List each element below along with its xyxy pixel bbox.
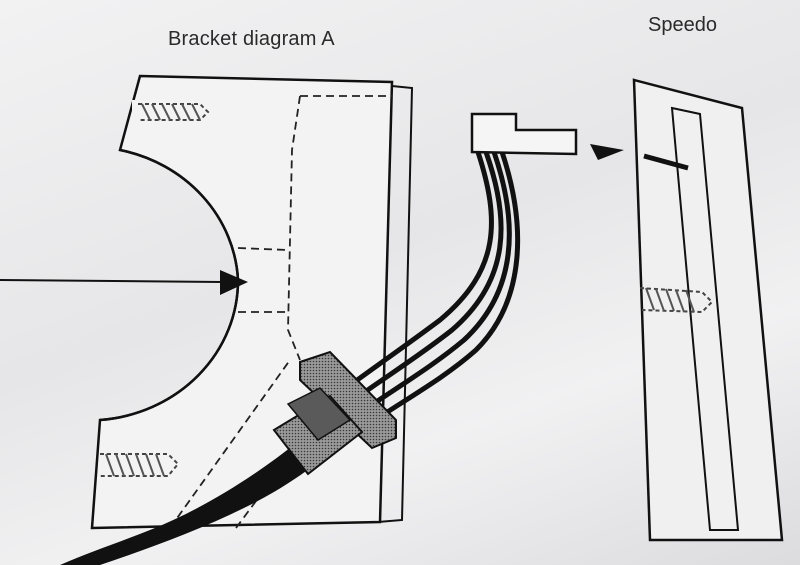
speedo-inner-slot <box>670 106 740 531</box>
speedo-socket-mark <box>643 153 689 171</box>
screw-thread-bottom <box>100 453 180 477</box>
bracket-dashed-slot <box>287 95 392 361</box>
insert-arrow <box>0 270 248 295</box>
speedo-outline <box>632 78 784 542</box>
screw-thread-top <box>132 100 210 126</box>
speedo-title: Speedo <box>648 14 717 36</box>
connector-plug <box>470 112 578 156</box>
bracket-a <box>90 74 414 530</box>
cable-bundle <box>60 151 521 565</box>
socket-arrow <box>590 144 624 160</box>
bracket-diagram-title: Bracket diagram A <box>168 28 335 50</box>
cable-grommet <box>272 350 397 476</box>
bracket-outline <box>90 74 394 530</box>
bracket-dashed-notch <box>237 247 289 313</box>
speedo-unit <box>632 78 784 542</box>
speedo-screw-thread <box>639 287 714 314</box>
